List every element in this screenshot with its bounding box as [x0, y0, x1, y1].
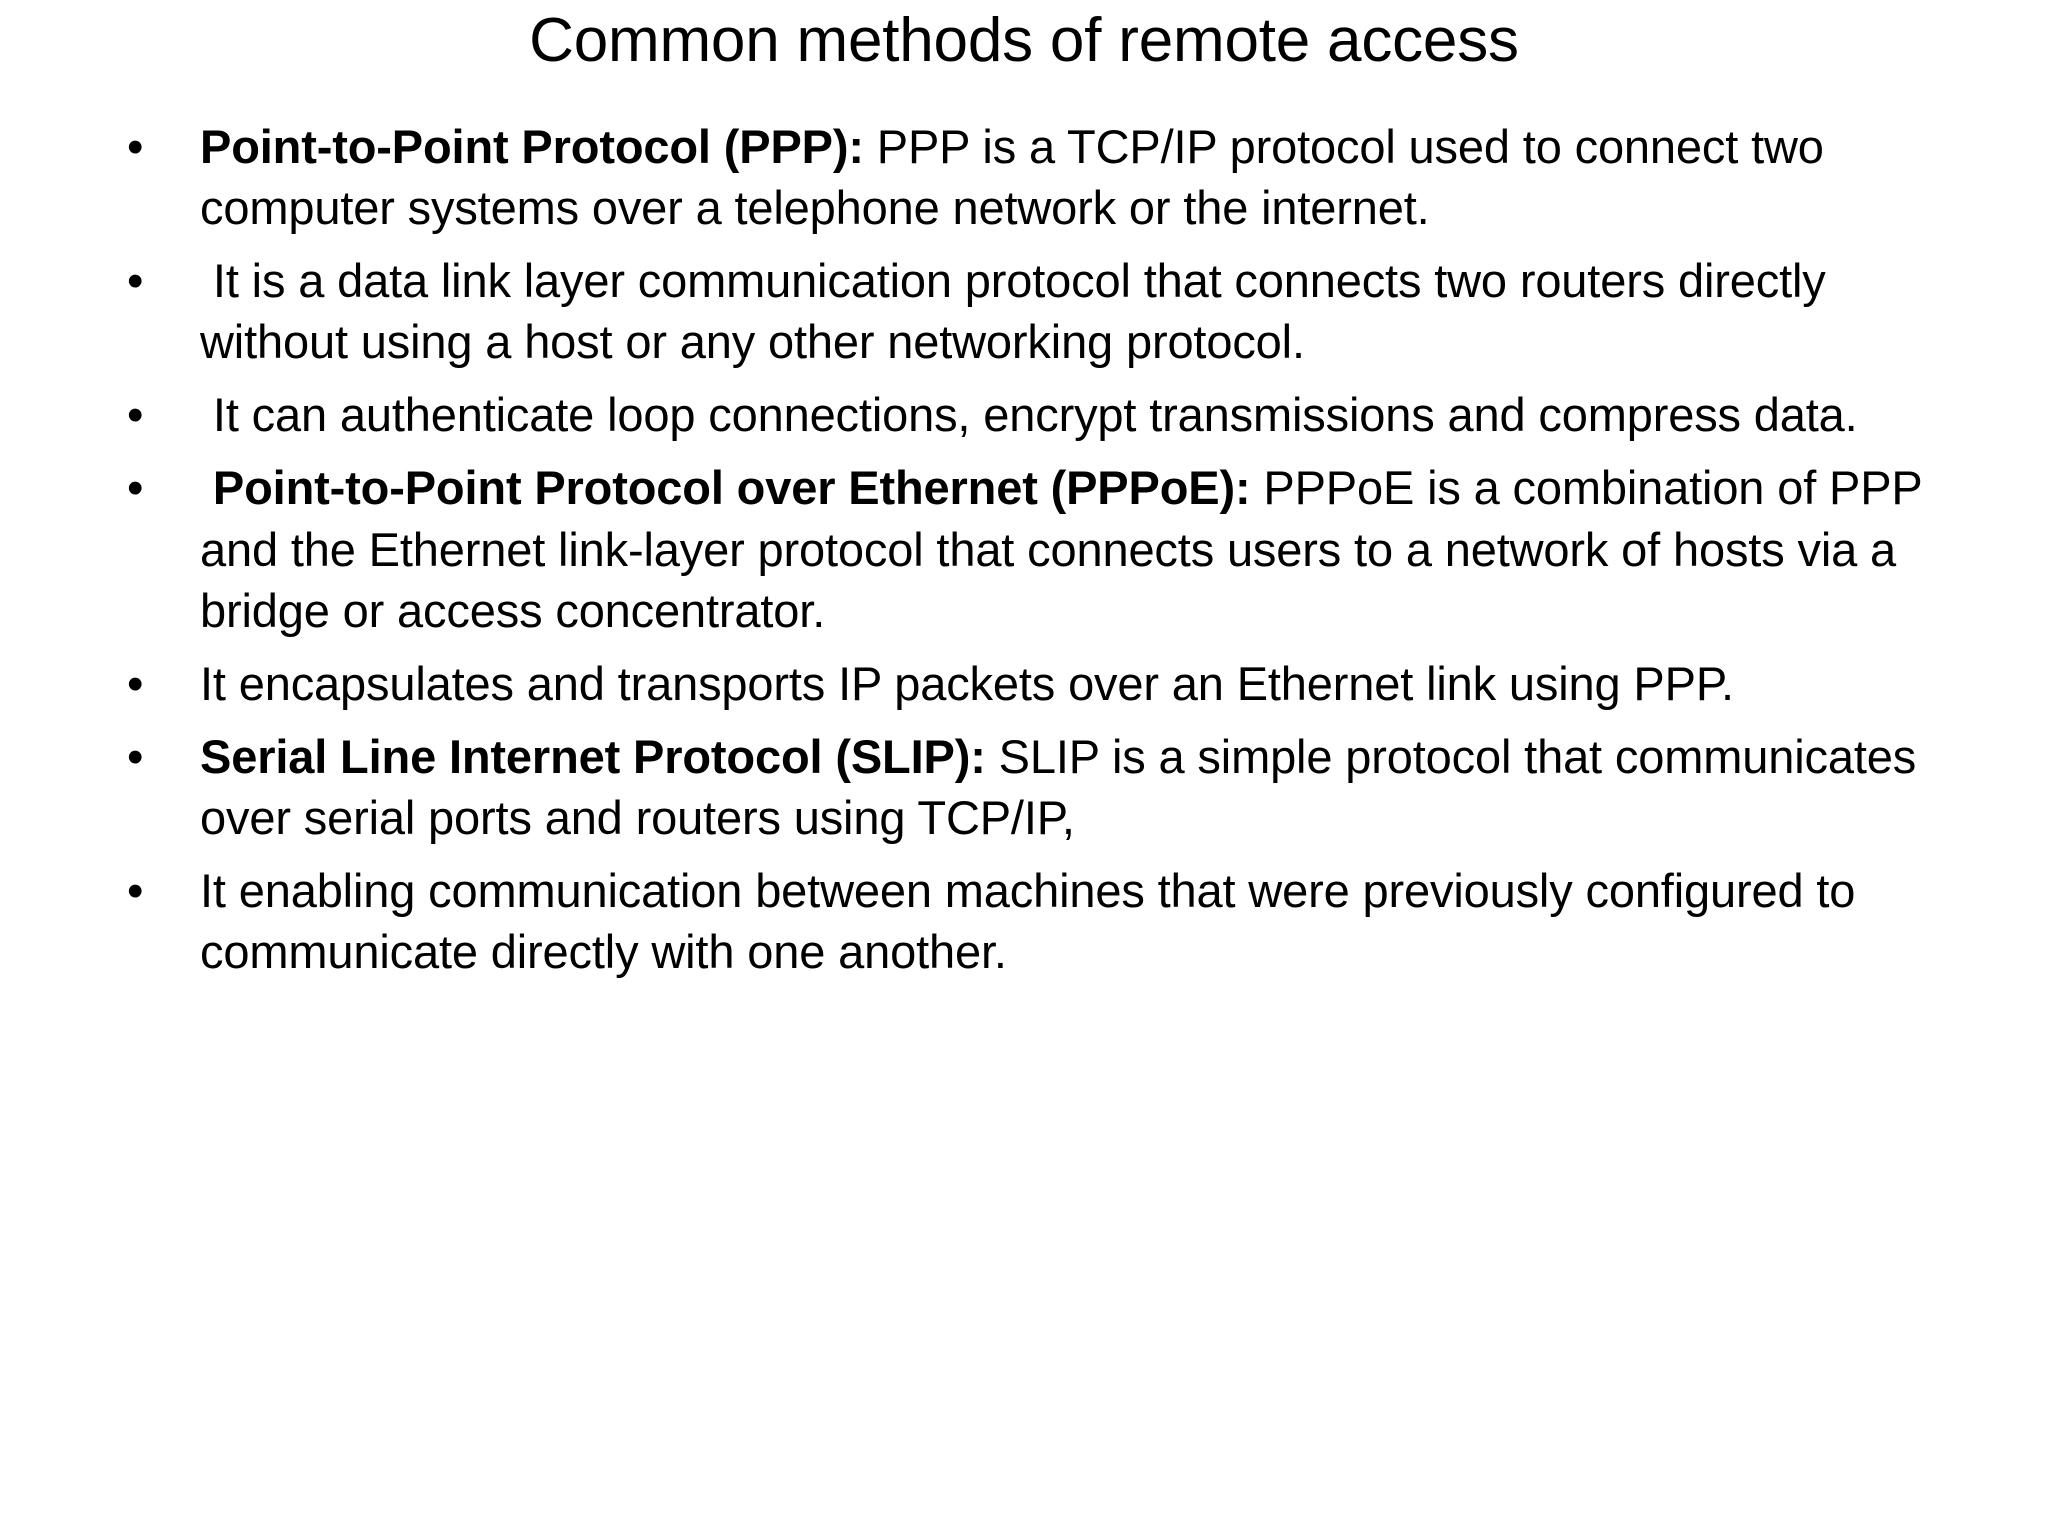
list-item-label: Point-to-Point Protocol (PPP): [200, 120, 864, 173]
list-item-lead-space [200, 254, 213, 307]
list-item-text: SLIP is a simple protocol that communica… [200, 729, 1917, 844]
list-item-label: Point-to-Point Protocol over Ethernet (P… [212, 461, 1251, 515]
list-item-text: It enabling communication between machin… [200, 864, 1856, 979]
list-item-lead-space [200, 388, 213, 441]
bullet-icon: • [127, 254, 144, 308]
list-item-text: PPPoE is a combination of PPP and the Et… [200, 461, 1922, 637]
list-item: • It is a data link layer communication … [105, 250, 1975, 372]
list-item-text: It is a data link layer communication pr… [200, 254, 1826, 369]
bullet-icon: • [127, 729, 144, 783]
bullet-icon: • [127, 461, 144, 515]
list-item-text: It encapsulates and transports IP packet… [200, 656, 1734, 710]
bullet-icon: • [127, 388, 144, 442]
list-item: • It can authenticate loop connections, … [105, 384, 1975, 445]
list-item: • It encapsulates and transports IP pack… [105, 653, 1975, 714]
bullet-icon: • [127, 864, 144, 918]
list-item-lead-space [200, 461, 213, 514]
list-item-text: PPP is a TCP/IP protocol used to connect… [200, 120, 1824, 235]
list-item: • Point-to-Point Protocol (PPP): PPP is … [105, 116, 1975, 238]
list-item: • It enabling communication between mach… [105, 860, 1975, 982]
bullet-icon: • [127, 656, 144, 710]
bullet-icon: • [127, 120, 144, 173]
bullet-list: • Point-to-Point Protocol (PPP): PPP is … [105, 116, 1975, 982]
page-title: Common methods of remote access [529, 6, 1519, 75]
list-item-text: It can authenticate loop connections, en… [212, 388, 1858, 442]
list-item-label: Serial Line Internet Protocol (SLIP): [200, 729, 986, 783]
list-item: • Serial Line Internet Protocol (SLIP): … [105, 726, 1975, 848]
list-item: • Point-to-Point Protocol over Ethernet … [105, 457, 1975, 640]
